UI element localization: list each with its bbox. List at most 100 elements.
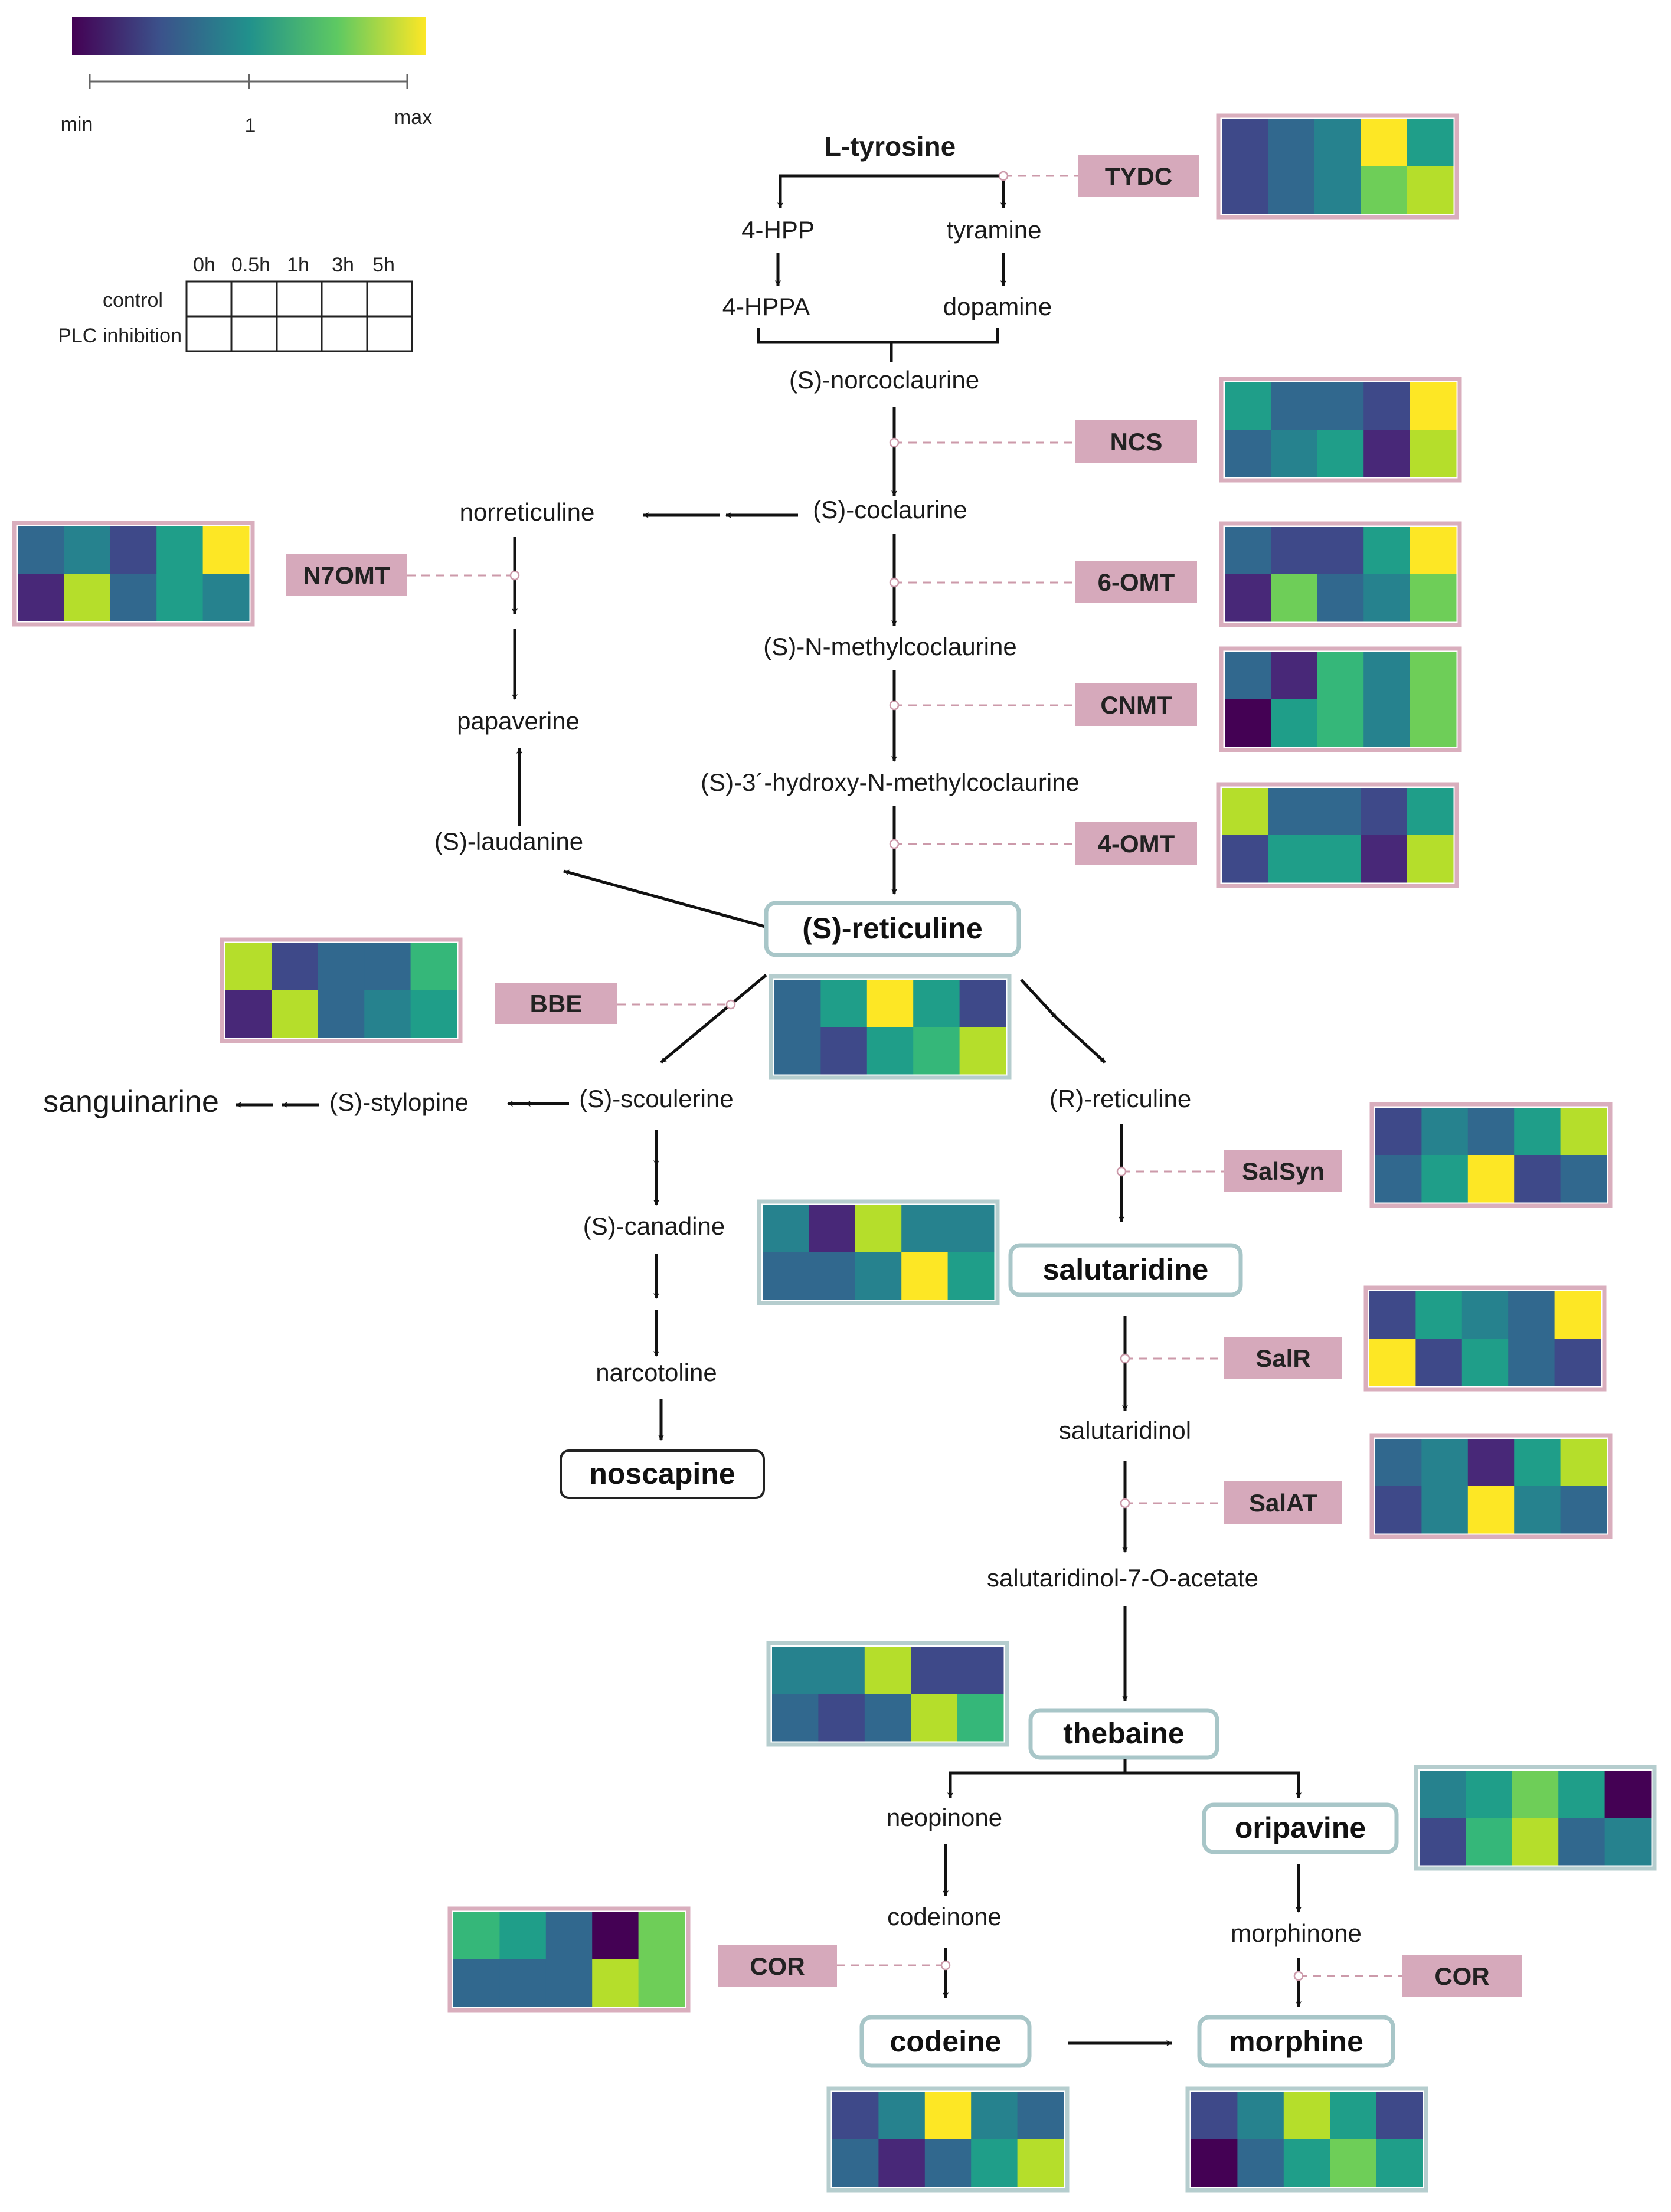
- heatmap-cell: [1375, 1155, 1422, 1203]
- heatmap-cell: [901, 1252, 949, 1300]
- heatmap-cell: [1514, 1108, 1561, 1156]
- compound-salutaridinol: salutaridinol: [1059, 1416, 1191, 1444]
- heatmap-cell: [1467, 1108, 1515, 1156]
- heatmap-cell: [1407, 166, 1454, 214]
- compound-box-oripavine: [1202, 1802, 1399, 1854]
- compound-norreticuline: norreticuline: [460, 498, 595, 526]
- heatmap-cell: [364, 990, 411, 1038]
- enzyme-salr: [1224, 1337, 1342, 1379]
- heatmap-cell: [832, 2139, 879, 2187]
- heatmap-cell: [957, 1694, 1004, 1742]
- heatmap-cell: [774, 980, 821, 1028]
- heatmap-cell: [225, 943, 272, 991]
- compound-salutaridine: salutaridine: [1043, 1253, 1209, 1286]
- heatmap-cell: [1554, 1339, 1601, 1386]
- heatmap-bbe: [220, 937, 463, 1043]
- heatmap-cell: [410, 990, 457, 1038]
- heatmap-cell: [772, 1647, 819, 1694]
- heatmap-frame: [1185, 2086, 1428, 2193]
- heatmap-cell: [1237, 2139, 1284, 2187]
- heatmap-cell: [110, 526, 157, 574]
- heatmap-cell: [1271, 527, 1318, 575]
- heatmap-cell: [1421, 1439, 1469, 1487]
- compound-s-laudanine: (S)-laudanine: [434, 827, 583, 855]
- heatmap-cell: [1271, 574, 1318, 622]
- heatmap-cell: [1407, 788, 1454, 836]
- heatmap-cell: [1317, 652, 1364, 700]
- heatmap-cell: [1314, 788, 1361, 836]
- heatmap-cell: [1271, 699, 1318, 747]
- heatmap-frame: [826, 2086, 1070, 2193]
- heatmap-cell: [1560, 1439, 1607, 1487]
- enzyme-cnmt: [1075, 683, 1197, 726]
- heatmap-cell: [1225, 652, 1271, 700]
- heatmap-cell: [1271, 652, 1318, 700]
- compound-morphinone: morphinone: [1231, 1919, 1362, 1947]
- heatmap-codeine: [826, 2086, 1070, 2193]
- heatmap-cor-codeine: [447, 1906, 691, 2013]
- heatmap-cell: [924, 2092, 972, 2140]
- heatmap-cell: [1314, 166, 1361, 214]
- heatmap-frame: [1219, 377, 1462, 483]
- heatmap-frame: [1369, 1102, 1613, 1208]
- enzyme-cor-morphine: [1402, 1955, 1522, 1997]
- heatmap-cell: [1225, 574, 1271, 622]
- compound-papaverine: papaverine: [457, 707, 580, 735]
- compound-codeine: codeine: [890, 2025, 1002, 2058]
- heatmap-cell: [1225, 382, 1271, 430]
- compound-salutaridinol-7-o-acetate: salutaridinol-7-O-acetate: [987, 1564, 1258, 1592]
- heatmap-cell: [1361, 835, 1408, 883]
- heatmap-cell: [1271, 430, 1318, 477]
- heatmap-cell: [971, 2092, 1018, 2140]
- heatmap-cell: [820, 1027, 868, 1075]
- enzyme-bbe-label: BBE: [530, 990, 583, 1017]
- heatmap-cell: [832, 2092, 879, 2140]
- heatmap-cell: [1363, 652, 1411, 700]
- enzyme-ncs: [1075, 420, 1197, 463]
- compound-s-n-methylcoclaurine: (S)-N-methylcoclaurine: [763, 633, 1016, 660]
- heatmap-cell: [1558, 1818, 1605, 1866]
- heatmap-cell: [855, 1252, 902, 1300]
- heatmap-cell: [202, 526, 250, 574]
- heatmap-4-omt: [1216, 782, 1459, 888]
- legend-time-1: 0.5h: [231, 254, 270, 276]
- heatmap-cnmt: [1219, 646, 1462, 752]
- heatmap-frame: [220, 937, 463, 1043]
- heatmap-cell: [1361, 119, 1408, 167]
- heatmap-frame: [1369, 1433, 1613, 1539]
- heatmap-cell: [1461, 1339, 1509, 1386]
- heatmap-cell: [1375, 1108, 1422, 1156]
- heatmap-cell: [453, 1959, 500, 2007]
- heatmap-cell: [1410, 527, 1457, 575]
- heatmap-cell: [1361, 166, 1408, 214]
- heatmap-cell: [1225, 527, 1271, 575]
- legend-time-2: 1h: [287, 254, 309, 276]
- heatmap-cell: [1514, 1155, 1561, 1203]
- heatmap-cell: [1330, 2092, 1377, 2140]
- legend-row-plc: PLC inhibition: [58, 325, 182, 347]
- heatmap-cell: [1466, 1818, 1513, 1866]
- heatmap-cell: [1222, 788, 1268, 836]
- enzyme-6-omt-label: 6-OMT: [1098, 568, 1175, 596]
- compound-oripavine: oripavine: [1235, 1811, 1366, 1844]
- heatmap-cell: [1604, 1818, 1652, 1866]
- enzyme-cor-codeine-label: COR: [750, 1952, 805, 1980]
- heatmap-cell: [957, 1647, 1004, 1694]
- heatmap-cell: [1017, 2092, 1064, 2140]
- heatmap-cell: [1317, 527, 1364, 575]
- heatmap-cell: [1554, 1291, 1601, 1339]
- heatmap-cell: [1421, 1108, 1469, 1156]
- compound-s-scoulerine: (S)-scoulerine: [579, 1085, 733, 1112]
- heatmap-cell: [1375, 1439, 1422, 1487]
- compound-s-reticuline: (S)-reticuline: [802, 912, 983, 945]
- heatmap-frame: [757, 1199, 1000, 1305]
- heatmap-cell: [1369, 1339, 1416, 1386]
- heatmap-cell: [1508, 1339, 1555, 1386]
- heatmap-cell: [809, 1205, 856, 1253]
- colorbar: [72, 17, 426, 55]
- heatmap-cell: [1191, 2139, 1238, 2187]
- heatmap-cell: [1421, 1155, 1469, 1203]
- heatmap-cell: [818, 1694, 865, 1742]
- heatmap-cell: [866, 980, 914, 1028]
